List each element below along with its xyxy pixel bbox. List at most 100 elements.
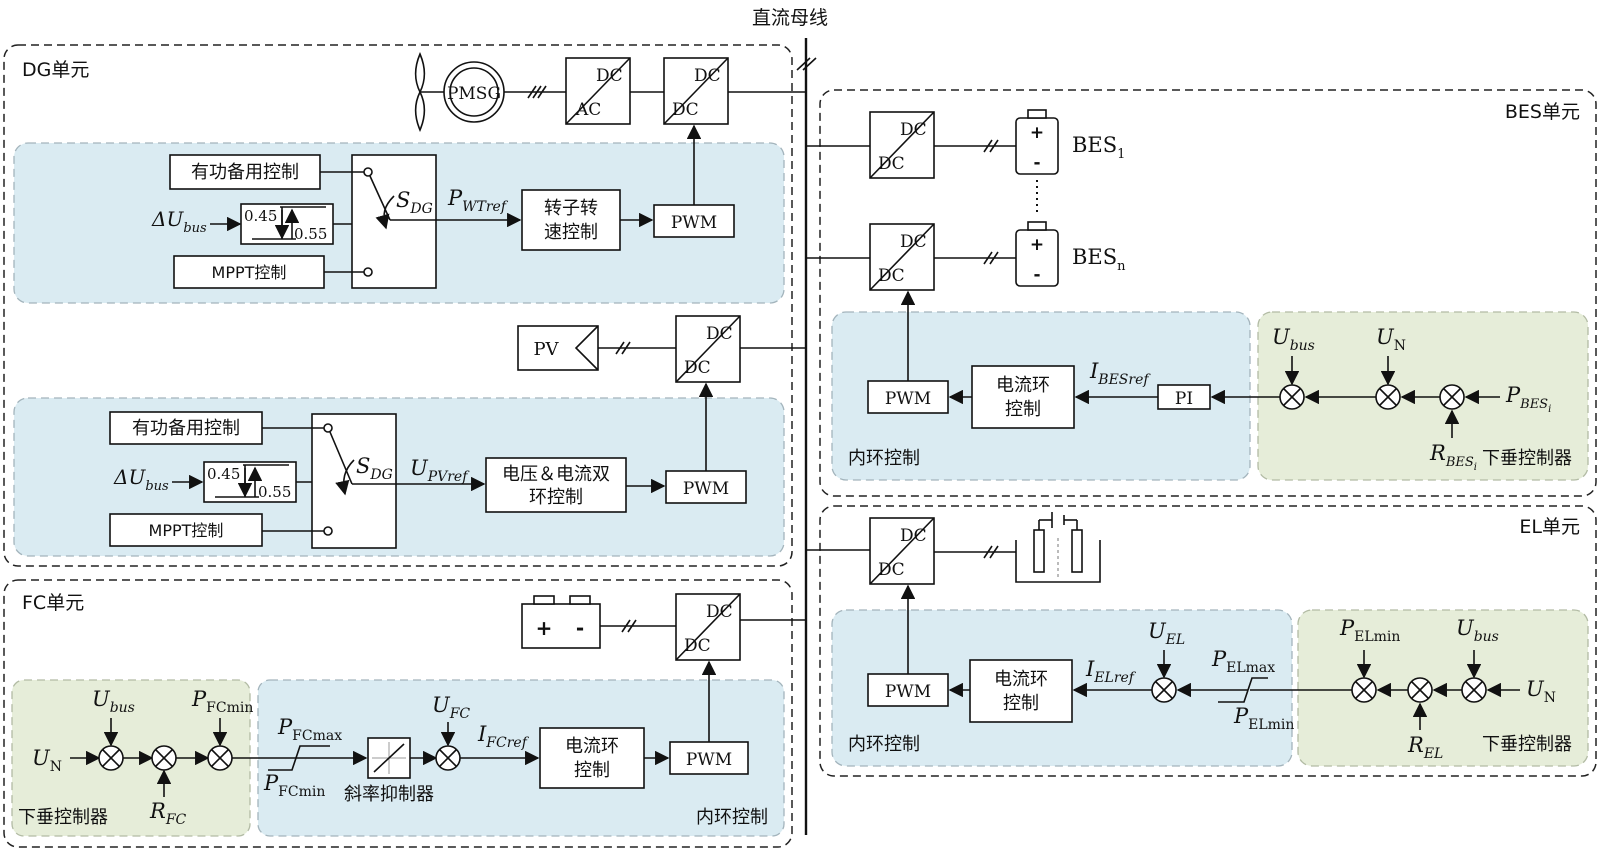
bus-break-mark	[796, 57, 817, 71]
bes-current-loop-box	[971, 365, 1075, 429]
bes-sum-3	[1439, 384, 1465, 410]
svg-text:+: +	[1030, 235, 1044, 255]
svg-text:控制: 控制	[1005, 399, 1041, 420]
svg-text:0.55: 0.55	[258, 483, 291, 501]
bes-line-mark-n	[983, 251, 999, 265]
el-ubus-label: Ubus	[1456, 616, 1499, 645]
battery-1-icon: + -	[1015, 109, 1059, 175]
svg-text:电流环: 电流环	[565, 736, 619, 757]
bes-droop-label: 下垂控制器	[1482, 448, 1572, 469]
svg-text:环控制: 环控制	[529, 487, 583, 508]
bes-line-mark-1	[983, 139, 999, 153]
svg-text:DC: DC	[596, 66, 623, 86]
svg-text:控制: 控制	[1003, 693, 1039, 714]
svg-text:PWM: PWM	[686, 750, 732, 770]
dg-unit-frame	[3, 44, 793, 567]
el-pmax-label: PELmax	[1211, 647, 1275, 676]
el-dcdc-converter: DC DC	[869, 517, 935, 585]
el-pmin-droop-label: PELmin	[1339, 616, 1400, 645]
el-sum-1	[1151, 677, 1177, 703]
svg-text:PV: PV	[533, 339, 559, 360]
bes-unit-label: BES单元	[1505, 101, 1580, 123]
svg-text:电流环: 电流环	[994, 669, 1048, 690]
svg-text:控制: 控制	[574, 760, 610, 781]
el-uel-label: UEL	[1148, 619, 1185, 648]
bes-inner-label: 内环控制	[848, 448, 920, 469]
fc-ufc-label: UFC	[432, 693, 470, 722]
svg-text:DC: DC	[878, 560, 905, 580]
dg-dual-loop-box	[485, 457, 627, 513]
fc-pmin-label: PFCmin	[191, 687, 253, 716]
dg-unit-label: DG单元	[22, 59, 89, 81]
svg-text:-: -	[1033, 265, 1040, 285]
svg-text:+: +	[1030, 123, 1044, 143]
svg-text:DC: DC	[684, 636, 711, 656]
dg-active-reserve-label-2: 有功备用控制	[132, 418, 240, 439]
svg-text:0.55: 0.55	[294, 225, 327, 243]
bes-un-label: UN	[1376, 325, 1406, 354]
triple-phase-mark	[527, 85, 547, 99]
el-sum-4	[1461, 677, 1487, 703]
el-inner-label: 内环控制	[848, 734, 920, 755]
fc-pmin2-label: PFCmin	[263, 771, 325, 800]
bes-n-label: BESn	[1072, 245, 1126, 274]
fc-slope-limiter	[367, 737, 411, 779]
svg-text:DC: DC	[684, 358, 711, 378]
pmsg-generator: PMSG	[443, 61, 505, 123]
fc-droop-label: 下垂控制器	[18, 807, 108, 828]
fc-unit-frame	[3, 579, 793, 848]
bes-sum-2	[1375, 384, 1401, 410]
svg-text:DC: DC	[900, 120, 927, 140]
pv-line-mark	[615, 341, 631, 355]
el-line-mark	[983, 545, 999, 559]
fc-ifcref-label: IFCref	[477, 722, 530, 751]
bes-dcdc-converter-n: DC DC	[869, 223, 935, 291]
electrolyzer-icon	[1015, 512, 1101, 583]
svg-text:PI: PI	[1175, 389, 1193, 409]
dg-pwm-box-1	[653, 204, 735, 238]
dg-hysteresis-block-1: 0.45 0.55	[240, 203, 334, 245]
svg-text:PWM: PWM	[671, 213, 717, 233]
bes-sum-1	[1279, 384, 1305, 410]
battery-n-icon: + -	[1015, 221, 1059, 287]
fc-sum-2	[151, 745, 177, 771]
fc-ubus-label: Ubus	[92, 687, 135, 716]
svg-text:DC: DC	[900, 232, 927, 252]
svg-text:电流环: 电流环	[996, 375, 1050, 396]
bus-label: 直流母线	[752, 7, 828, 29]
svg-text:-: -	[576, 616, 584, 640]
svg-text:DC: DC	[878, 154, 905, 174]
el-sum-3	[1407, 677, 1433, 703]
fc-pmax-label: PFCmax	[277, 715, 342, 744]
fc-sum-4	[435, 745, 461, 771]
bes-ubus-label: Ubus	[1272, 325, 1315, 354]
dg-pwtref-label: PWTref	[447, 186, 509, 215]
fc-battery-icon: + -	[521, 595, 601, 649]
el-un-label: UN	[1526, 677, 1556, 706]
svg-text:PWM: PWM	[885, 389, 931, 409]
dg-mppt-label-1: MPPT控制	[212, 263, 287, 282]
dg-switch-2	[311, 413, 397, 549]
fc-slope-label: 斜率抑制器	[344, 784, 434, 805]
el-droop-label: 下垂控制器	[1482, 734, 1572, 755]
svg-text:DC: DC	[706, 324, 733, 344]
dg-mppt-box-2	[109, 513, 263, 547]
svg-text:0.45: 0.45	[244, 207, 277, 225]
svg-text:DC: DC	[672, 100, 699, 120]
el-unit-frame	[819, 505, 1597, 777]
pv-panel: PV	[517, 325, 599, 371]
svg-text:DC: DC	[878, 266, 905, 286]
svg-text:DC: DC	[900, 526, 927, 546]
fc-line-mark	[621, 619, 637, 633]
dg-rotor-speed-box	[521, 189, 621, 251]
svg-text:AC: AC	[575, 100, 601, 120]
wind-turbine-icon	[414, 51, 444, 133]
fc-current-loop-box	[539, 727, 645, 789]
svg-text:-: -	[1033, 153, 1040, 173]
el-current-loop-box	[969, 659, 1073, 723]
svg-text:+: +	[536, 616, 553, 640]
bes-1-label: BES1	[1072, 133, 1125, 162]
fc-sum-3	[207, 745, 233, 771]
dg-acdc-converter: DC AC	[565, 57, 631, 125]
